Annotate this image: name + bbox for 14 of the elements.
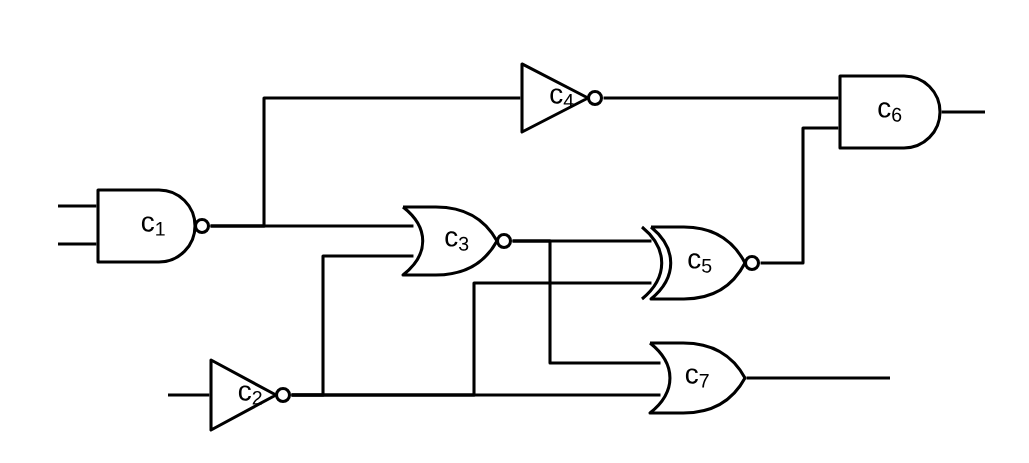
wire [58,242,97,246]
or-gate: c$_{7}$ [648,341,747,415]
wire [58,204,97,208]
wire [603,96,839,100]
wire [746,376,890,380]
wire [168,393,210,397]
wire [291,393,661,397]
wire [210,224,414,228]
wire [760,126,839,265]
and-gate: c$_{6}$ [838,74,942,150]
nand-gate: c$_{1}$ [96,188,211,264]
wire [512,239,661,365]
not-gate: c$_{4}$ [520,62,604,134]
wire [941,110,985,114]
